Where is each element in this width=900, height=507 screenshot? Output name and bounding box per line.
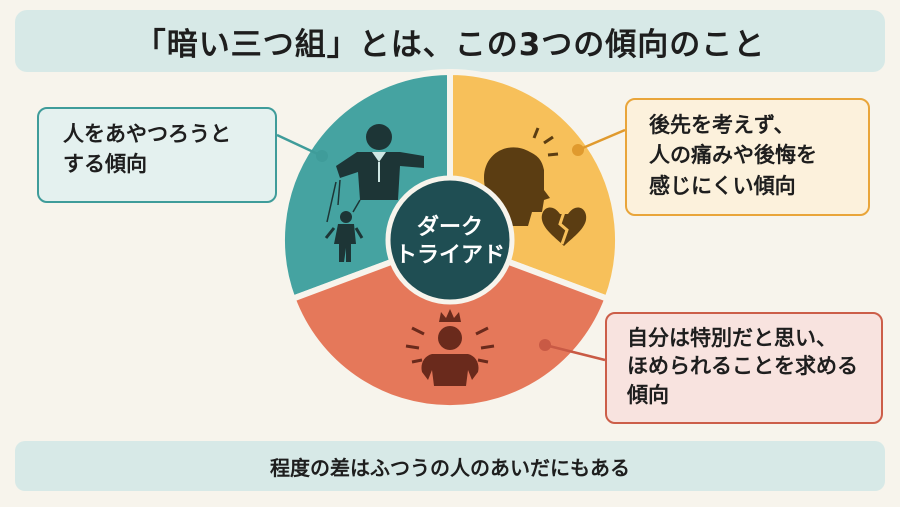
center-circle: [385, 175, 515, 305]
crowned-person-icon: [405, 309, 495, 386]
title-bar: 「暗い三つ組」とは、この3つの傾向のこと: [15, 10, 885, 72]
callout-manipulation: 人をあやつろうと する傾向: [37, 107, 277, 203]
connector-teal: [276, 133, 328, 162]
footer-bar: 程度の差はふつうの人のあいだにもある: [15, 441, 885, 491]
connector-red: [539, 339, 606, 362]
center-label-line: ダーク: [417, 214, 483, 240]
callout-narcissism: 自分は特別だと思い、 ほめられることを求める 傾向: [605, 312, 883, 424]
callout-callousness: 後先を考えず、 人の痛みや後悔を 感じにくい傾向: [625, 98, 870, 216]
page-title: 「暗い三つ組」とは、この3つの傾向のこと: [134, 26, 766, 63]
center-label: ダークトライアド: [395, 214, 505, 268]
connector-gold: [572, 128, 626, 156]
segment-narcissism: [288, 236, 612, 412]
puppeteer-icon: [324, 124, 424, 262]
center-label-line: トライアド: [395, 243, 505, 268]
footer-note: 程度の差はふつうの人のあいだにもある: [270, 455, 630, 480]
